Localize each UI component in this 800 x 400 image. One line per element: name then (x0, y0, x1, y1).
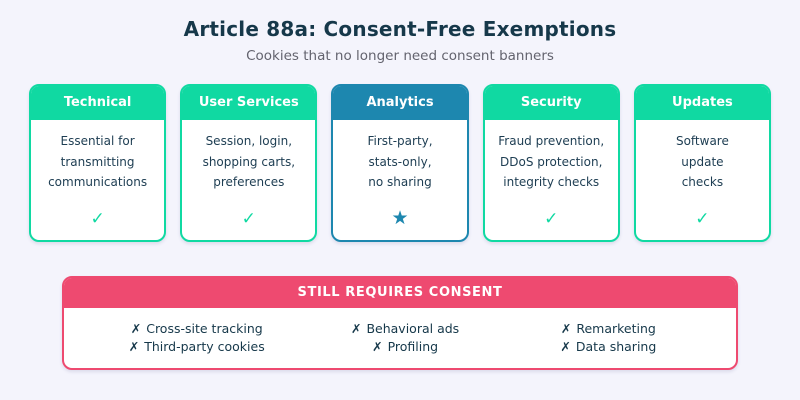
card-user-services-body: Session, login, shopping carts, preferen… (182, 120, 315, 240)
card-user-services-title: User Services (182, 86, 316, 120)
card-analytics-body: First-party, stats-only, no sharing ★ (333, 120, 466, 240)
card-updates-description: Software update checks (675, 134, 729, 190)
card-user-services: User Services Session, login, shopping c… (180, 84, 318, 242)
consent-item-remarketing: ✗ Remarketing (507, 321, 710, 336)
star-icon: ★ (391, 207, 409, 229)
card-security-body: Fraud prevention, DDoS protection, integ… (485, 120, 618, 240)
card-analytics-description: First-party, stats-only, no sharing (367, 134, 433, 190)
check-icon: ✓ (544, 209, 559, 229)
consent-box-title: STILL REQUIRES CONSENT (64, 278, 736, 308)
consent-item-label: Profiling (387, 339, 439, 354)
check-icon: ✓ (241, 209, 256, 229)
consent-item-label: Behavioral ads (366, 321, 460, 336)
card-security-title: Security (484, 86, 618, 120)
consent-item-label: Data sharing (575, 339, 657, 354)
consent-item-label: Cross-site tracking (146, 321, 263, 336)
card-security-description: Fraud prevention, DDoS protection, integ… (498, 134, 605, 190)
x-mark-icon: ✗ (372, 339, 383, 354)
consent-item-label: Third-party cookies (144, 339, 265, 354)
card-technical-description: Essential for transmitting communication… (48, 134, 148, 190)
x-mark-icon: ✗ (560, 321, 572, 336)
page-title: Article 88a: Consent-Free Exemptions (183, 17, 617, 41)
consent-item-cross-site-tracking: ✗ Cross-site tracking (90, 321, 303, 336)
page-subtitle: Cookies that no longer need consent bann… (246, 48, 554, 64)
card-updates-title: Updates (635, 86, 770, 120)
card-updates: Updates Software update checks ✓ (633, 84, 772, 242)
card-analytics-title: Analytics (333, 86, 467, 120)
consent-item-data-sharing: ✗ Data sharing (507, 339, 710, 354)
card-user-services-description: Session, login, shopping carts, preferen… (202, 134, 296, 190)
x-mark-icon: ✗ (128, 339, 140, 354)
consent-item-profiling: ✗ Profiling (303, 339, 506, 354)
x-mark-icon: ✗ (130, 321, 142, 336)
check-icon: ✓ (695, 209, 710, 229)
consent-item-third-party-cookies: ✗ Third-party cookies (90, 339, 303, 354)
consent-item-behavioral-ads: ✗ Behavioral ads (303, 321, 506, 336)
exemption-cards-row: Technical Essential for transmitting com… (0, 84, 800, 242)
check-icon: ✓ (90, 209, 105, 229)
card-technical-title: Technical (31, 86, 165, 120)
consent-items-grid: ✗ Cross-site tracking ✗ Behavioral ads ✗ Re… (64, 308, 736, 368)
card-updates-body: Software update checks ✓ (636, 120, 769, 240)
x-mark-icon: ✗ (350, 321, 362, 336)
card-technical: Technical Essential for transmitting com… (29, 84, 167, 242)
still-requires-consent-box: STILL REQUIRES CONSENT ✗ Cross-site track… (62, 276, 738, 370)
consent-item-label: Remarketing (576, 321, 656, 336)
card-analytics: Analytics First-party, stats-only, no sh… (331, 84, 469, 242)
card-security: Security Fraud prevention, DDoS protecti… (482, 84, 620, 242)
card-technical-body: Essential for transmitting communication… (31, 120, 164, 240)
x-mark-icon: ✗ (560, 339, 571, 354)
page-header: Article 88a: Consent-Free Exemptions Coo… (0, 0, 800, 64)
